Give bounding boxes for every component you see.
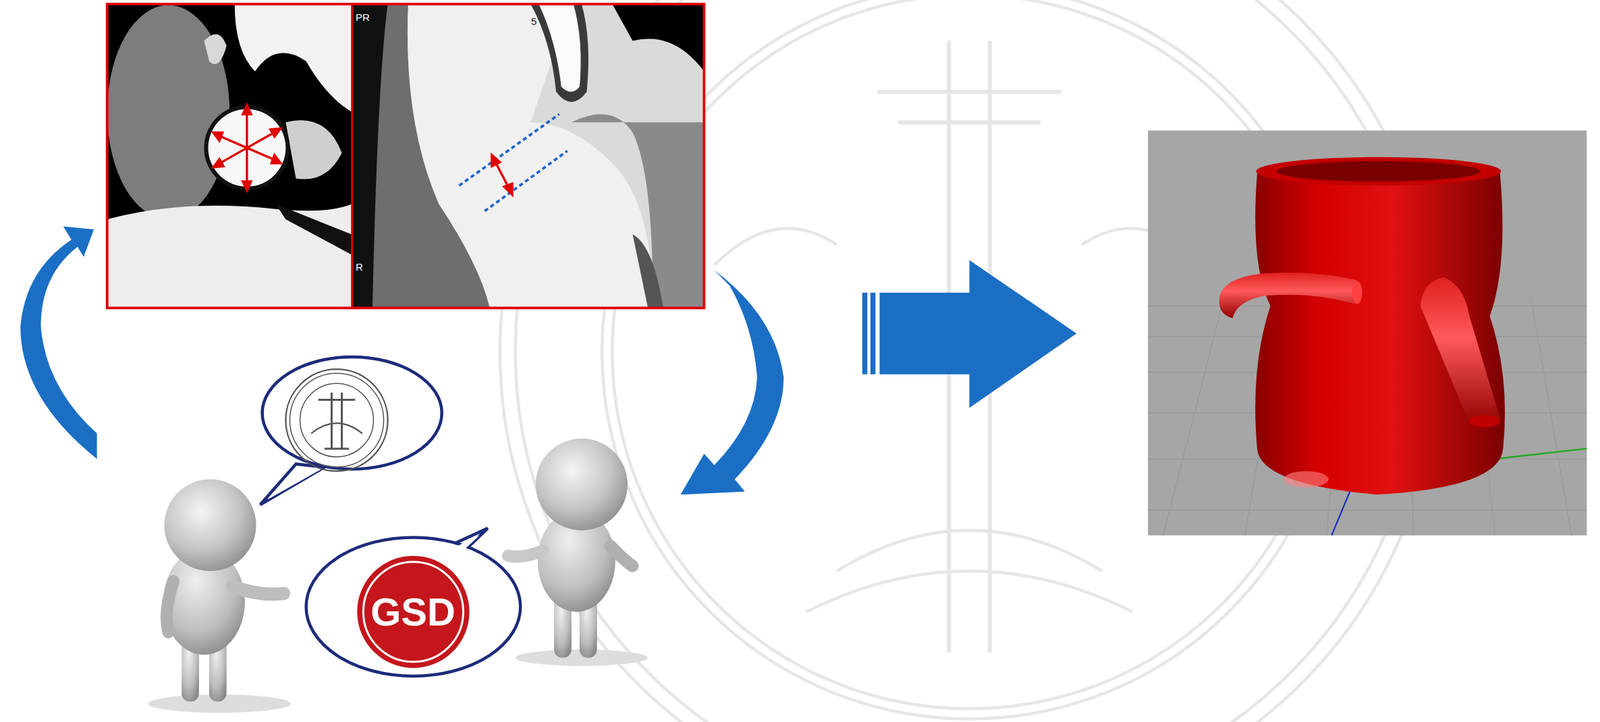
person-figure (147, 479, 291, 713)
gsd-logo (356, 556, 470, 669)
speech-bubble (306, 528, 521, 677)
ct-frame (107, 4, 705, 308)
aortic-root-model (1147, 130, 1587, 536)
gsd-logo-ring (363, 562, 463, 662)
block-arrow (862, 259, 1078, 408)
image-marker: R (355, 261, 364, 272)
curved-arrow (20, 226, 97, 460)
ct-oblique-slice (352, 4, 705, 308)
speech-bubble (260, 356, 443, 505)
curved-arrow (680, 269, 785, 494)
image-marker: 5 (531, 16, 537, 27)
university-seal (285, 369, 388, 472)
ct-divider (350, 4, 353, 308)
image-marker: PR (355, 12, 370, 23)
person-figure (508, 438, 648, 667)
logo-text: GSD (370, 592, 456, 632)
ct-axial-slice (107, 4, 353, 308)
